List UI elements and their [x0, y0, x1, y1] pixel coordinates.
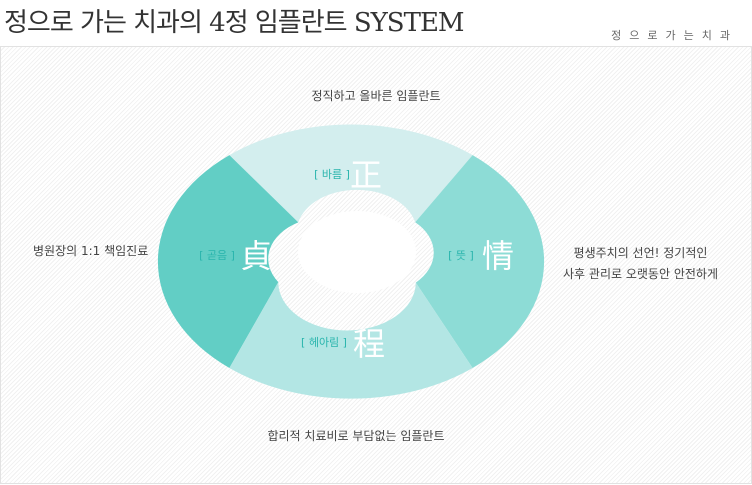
segment-top-label: [ 바름 ] — [314, 168, 350, 181]
caption-right-line1: 평생주치의 선언! 정기적인 — [573, 246, 708, 260]
segment-left — [157, 155, 299, 368]
caption-top: 정직하고 올바른 임플란트 — [311, 89, 441, 103]
caption-right: 평생주치의 선언! 정기적인 사후 관리로 오랫동안 안전하게 — [548, 243, 733, 285]
segment-right-label: [ 뜻 ] — [448, 249, 474, 262]
segment-left-hanja: 貞 — [240, 237, 272, 275]
caption-right-line2: 사후 관리로 오랫동안 안전하게 — [563, 267, 718, 281]
caption-left: 병원장의 1:1 책임진료 — [33, 244, 149, 258]
ring-center-hole — [298, 211, 416, 293]
brand-name: 정으로가는치과 — [611, 29, 738, 42]
segment-top-hanja: 正 — [350, 156, 382, 194]
segment-top — [229, 124, 473, 223]
segment-right-hanja: 情 — [482, 237, 514, 275]
segment-bottom-label: [ 헤아림 ] — [301, 336, 347, 349]
page-title: 정으로 가는 치과의 4정 임플란트 SYSTEM — [4, 8, 465, 38]
segment-bottom — [229, 282, 473, 399]
segment-left-label: [ 곧음 ] — [199, 249, 235, 262]
segment-bottom-hanja: 程 — [353, 325, 385, 363]
caption-bottom: 합리적 치료비로 부담없는 임플란트 — [267, 429, 445, 443]
segment-right — [415, 155, 545, 368]
